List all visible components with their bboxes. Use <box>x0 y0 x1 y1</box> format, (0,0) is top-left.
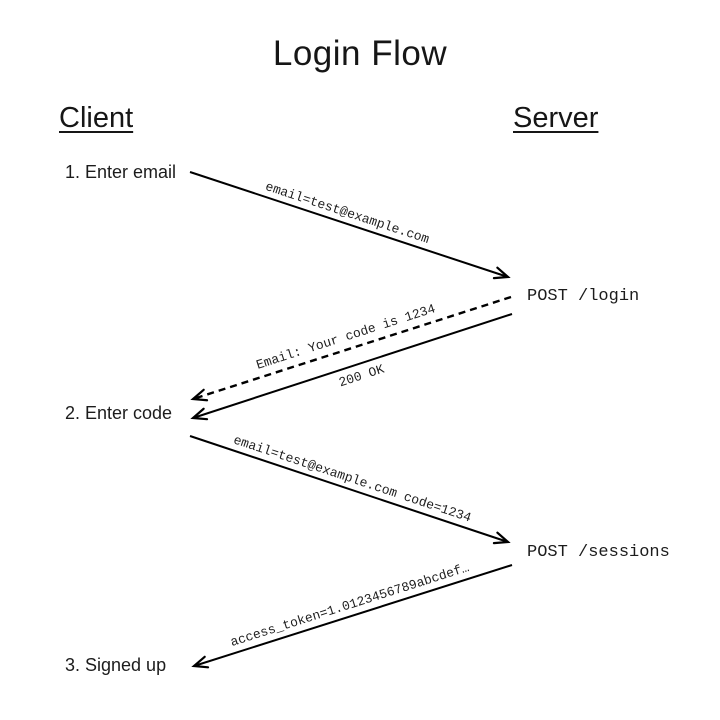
server-endpoint-post-sessions: POST /sessions <box>527 543 670 562</box>
client-step-enter-code: 2. Enter code <box>65 403 173 423</box>
client-step-enter-email: 1. Enter email <box>65 162 177 182</box>
diagram-title: Login Flow <box>272 34 448 73</box>
message-arrow-200-ok <box>190 313 513 421</box>
message-label-email-code: email=test@example.com code=1234 <box>232 433 474 526</box>
message-label-code-email: Email: Your code is 1234 <box>254 301 437 373</box>
message-label-email: email=test@example.com <box>263 179 431 247</box>
message-arrow-email-code <box>189 435 511 545</box>
server-endpoint-post-login: POST /login <box>527 287 640 306</box>
message-arrow-access-token <box>191 564 513 669</box>
message-arrow-code-email <box>190 295 512 402</box>
actor-client-heading: Client <box>59 102 134 134</box>
client-step-signed-up: 3. Signed up <box>65 655 167 675</box>
message-label-200-ok: 200 OK <box>337 362 386 391</box>
actor-server-heading: Server <box>513 102 599 134</box>
message-label-access-token: access_token=1.0123456789abcdef… <box>229 560 472 650</box>
message-arrow-email <box>189 171 511 280</box>
